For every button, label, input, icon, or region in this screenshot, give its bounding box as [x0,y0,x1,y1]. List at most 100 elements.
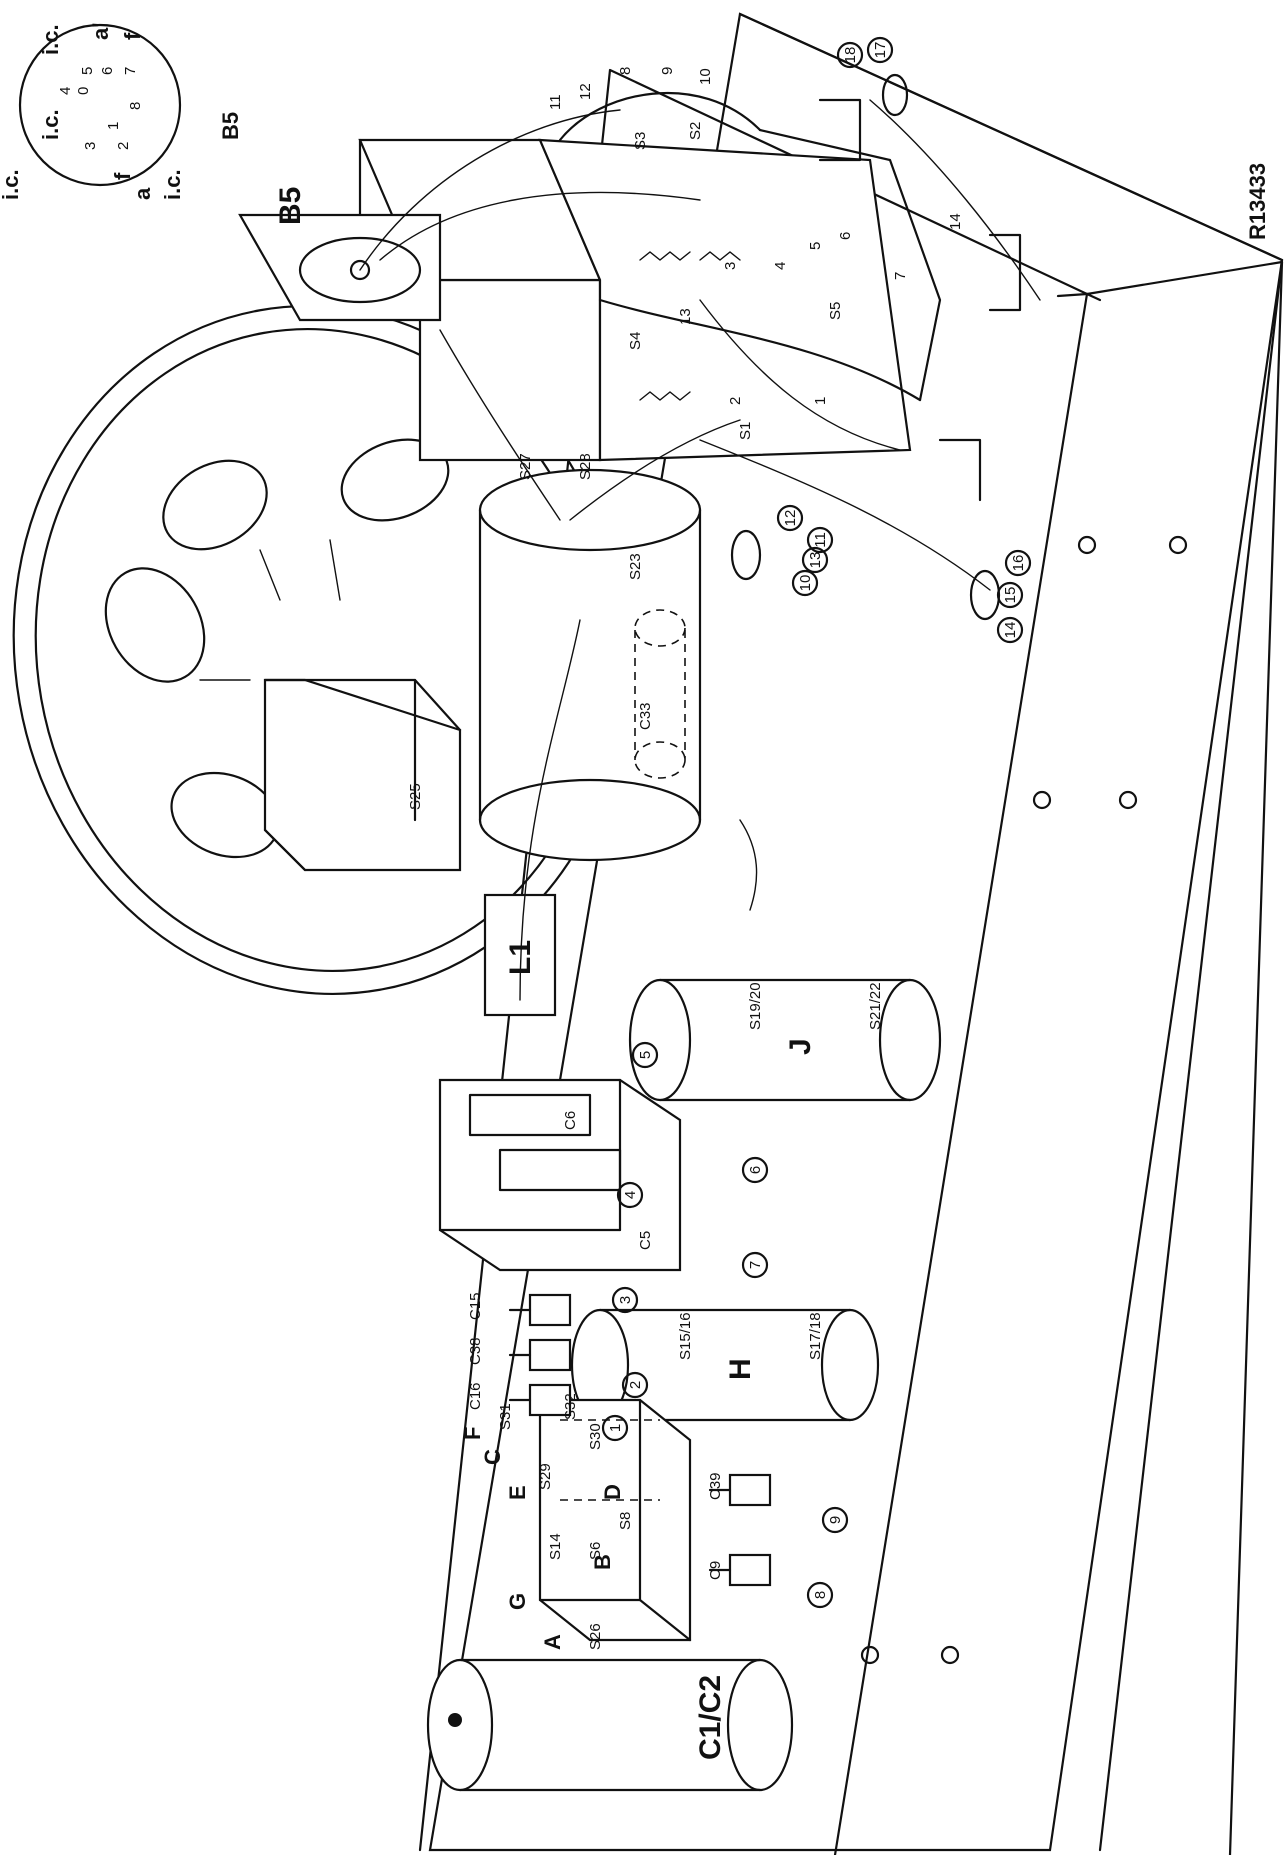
pin-4: 4 [57,87,74,95]
callout-13: 13 [801,546,829,574]
label-c15: C15 [467,1292,484,1320]
drawing-ref: R13433 [1245,163,1270,240]
callout-6: 6 [741,1156,769,1184]
terminal-14: 14 [947,213,964,230]
terminal-12: 12 [577,83,594,100]
switch-contact-s6: S6 [587,1542,604,1560]
label-s25: S25 [407,783,424,810]
callout-12: 12 [776,504,804,532]
svg-text:13: 13 [807,552,824,569]
label-s2: S2 [687,122,704,140]
terminal-8: 8 [617,67,634,75]
label-c33: C33 [637,702,654,730]
wiring [359,99,1041,1001]
callout-10: 10 [791,569,819,597]
label-s4: S4 [627,332,644,350]
svg-text:9: 9 [827,1516,844,1524]
switch-letter-a: A [540,1634,565,1650]
svg-text:18: 18 [842,47,859,64]
switch-letter-g: G [505,1593,530,1610]
switch-letter-b: B [590,1554,615,1570]
label-s5: S5 [827,302,844,320]
pin-6: 6 [99,67,116,75]
callout-11: 11 [806,526,834,554]
svg-text:12: 12 [782,510,799,527]
svg-text:3: 3 [617,1296,634,1304]
callout-14: 14 [996,616,1024,644]
svg-text:11: 11 [812,532,829,548]
callout-8: 8 [806,1581,834,1609]
pin-ic-2: i.c. [38,109,63,140]
pin-f-1: f [120,32,145,40]
trimmers [508,1293,772,1587]
label-j: J [784,1038,817,1055]
if-transformer [558,91,942,402]
svg-text:5: 5 [637,1051,654,1059]
label-b5: B5 [274,187,307,225]
label-c16: C16 [467,1382,484,1410]
label-c38: C38 [467,1337,484,1365]
label-s17-18: S17/18 [807,1312,824,1360]
terminal-9: 9 [659,67,676,75]
switch-contact-s29: S29 [537,1463,554,1490]
label-s3: S3 [632,132,649,150]
switch-contact-s8: S8 [617,1512,634,1530]
label-c1-c2: C1/C2 [694,1675,727,1760]
switch-contact-s14: S14 [547,1533,564,1560]
terminal-11: 11 [547,94,564,110]
tube-base-diagram: B5 i.c. i.c. a' f i.c. i.c. a f 0 1 2 3 … [0,23,243,200]
switch-contact-s26: S26 [587,1623,604,1650]
callouts: 1 2 3 4 5 6 7 8 9 10 11 12 13 14 15 16 1… [601,36,1032,1609]
svg-text:7: 7 [747,1261,764,1269]
svg-text:14: 14 [1002,622,1019,639]
label-h: H [724,1358,757,1380]
terminal-2: 2 [727,397,744,405]
label-s15-16: S15/16 [677,1312,694,1360]
terminal-6: 6 [837,232,854,240]
coil-assembly [358,138,912,462]
svg-text:6: 6 [747,1166,764,1174]
pin-ic-4: i.c. [160,169,185,200]
callout-5: 5 [631,1041,659,1069]
pin-ic-1: i.c. [38,24,63,55]
label-c39: C39 [707,1472,724,1500]
label-c6: C6 [562,1111,579,1130]
pin-2: 2 [115,142,132,150]
label-s21-22: S21/22 [867,982,884,1030]
switch-contact-s32: S32 [562,1393,579,1420]
pin-8: 8 [127,102,144,110]
terminal-4: 4 [772,262,789,270]
tube-socket-plate [238,213,442,322]
svg-text:15: 15 [1002,587,1019,604]
can-j [628,978,942,1102]
svg-text:16: 16 [1010,555,1027,572]
svg-text:17: 17 [872,42,889,59]
terminal-1: 1 [812,397,829,405]
callout-1: 1 [601,1414,629,1442]
callout-17: 17 [866,36,894,64]
pin-1: 1 [105,122,122,130]
terminal-7: 7 [892,272,909,280]
svg-text:1: 1 [607,1424,624,1432]
callout-16: 16 [1004,549,1032,577]
svg-text:4: 4 [622,1191,639,1199]
callout-4: 4 [616,1181,644,1209]
mounting-brackets [818,98,1022,502]
callout-18: 18 [836,41,864,69]
can-c33 [478,468,702,862]
capacitor-c1-c2 [426,1658,794,1792]
svg-text:8: 8 [812,1591,829,1599]
label-l1: L1 [504,940,537,975]
pin-0: 0 [75,87,92,95]
switch-letter-f: F [460,1427,485,1440]
switch-contact-s31: S31 [497,1403,514,1430]
svg-text:10: 10 [797,575,814,592]
chassis-holes [860,535,1188,1665]
label-s19-20: S19/20 [747,982,764,1030]
tuning-capacitor [438,1078,682,1272]
label-s23: S23 [627,553,644,580]
label-s1: S1 [737,422,754,440]
switch-letter-e: E [505,1485,530,1500]
